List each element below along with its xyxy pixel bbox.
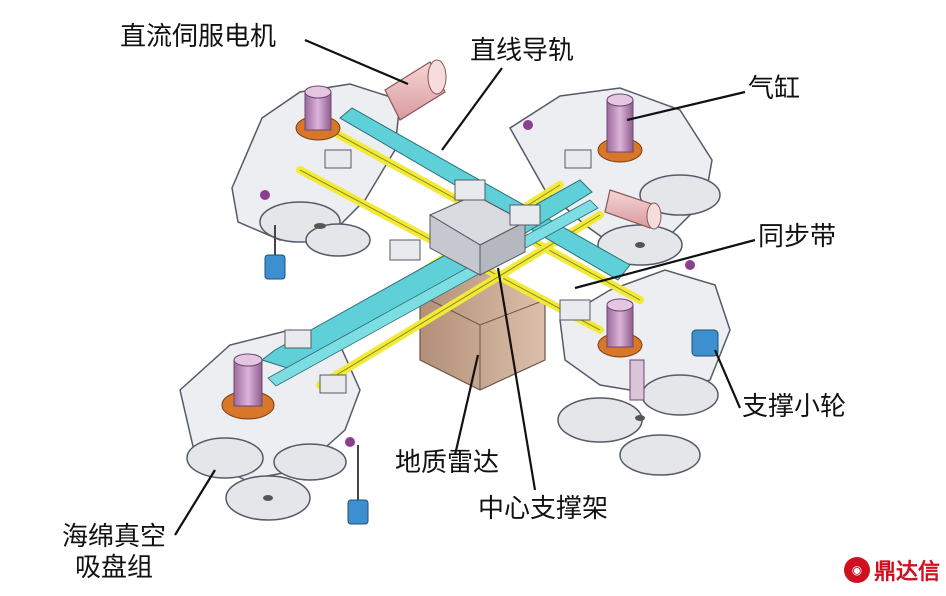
- leader-sync-belt: [574, 238, 756, 290]
- leader-gpr: [453, 354, 480, 456]
- center-support-frame: [428, 194, 527, 276]
- label-sponge-suction-line1: 海绵真空: [62, 522, 167, 552]
- suction-group-bottom-right: [557, 374, 719, 476]
- support-wheel-left: [264, 225, 286, 280]
- mount-bolts: [260, 120, 695, 447]
- slider-blocks: [284, 149, 592, 394]
- watermark-text: 鼎达信: [873, 560, 940, 585]
- label-sponge-suction-line2: 吸盘组: [75, 553, 154, 584]
- support-wheel-bottom: [347, 445, 369, 525]
- cylinder-bottom-left: [221, 353, 275, 420]
- label-support-wheel: 支撑小轮: [742, 392, 847, 422]
- leader-cylinder: [626, 90, 746, 122]
- label-sync-belt: 同步带: [758, 222, 837, 252]
- label-dc-servo-motor: 直流伺服电机: [120, 22, 277, 52]
- cylinder-top-right: [597, 93, 643, 163]
- leader-center-frame: [496, 267, 537, 491]
- leader-lines: [174, 38, 756, 536]
- dc-servo-motor-top: [384, 59, 447, 121]
- cylinder-bottom-right: [597, 298, 645, 401]
- watermark: ◉ 鼎达信: [843, 554, 940, 586]
- leader-dc-servo-motor: [304, 38, 409, 86]
- plate-bottom-right: [559, 269, 731, 396]
- suction-group-bottom-left: [186, 437, 347, 521]
- label-sponge-suction-group: 海绵真空 吸盘组: [62, 522, 166, 584]
- dc-servo-motor-right: [604, 189, 662, 230]
- watermark-logo-icon: ◉: [843, 557, 870, 583]
- leader-linear-guide: [441, 67, 503, 151]
- label-linear-guide: 直线导轨: [470, 36, 575, 66]
- label-cylinder: 气缸: [748, 74, 801, 104]
- cylinder-top-left: [295, 85, 341, 141]
- leader-support-wheel: [713, 349, 742, 409]
- label-gpr: 地质雷达: [395, 448, 500, 478]
- suction-group-top-left: [259, 201, 371, 257]
- suction-group-right: [597, 174, 721, 266]
- support-wheel-right: [691, 329, 719, 357]
- label-center-frame: 中心支撑架: [478, 494, 609, 524]
- leader-suction-group: [174, 469, 216, 536]
